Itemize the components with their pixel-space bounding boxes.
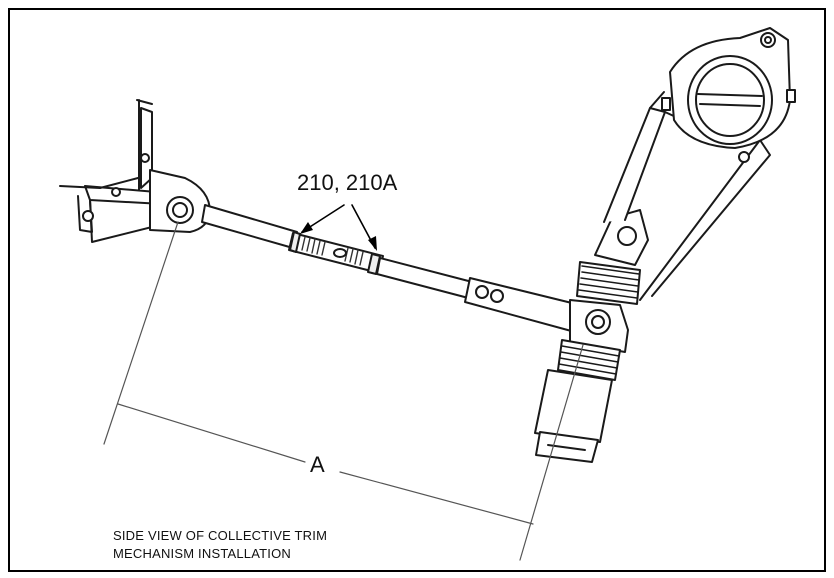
callout-arrowhead-left — [300, 222, 313, 234]
extension-line-left — [103, 221, 179, 445]
callout-arrowhead-right — [368, 236, 377, 251]
caption-line-1: SIDE VIEW OF COLLECTIVE TRIM — [113, 528, 328, 543]
caption-line-2: MECHANISM INSTALLATION — [113, 546, 291, 561]
dimension-label-a: A — [310, 452, 325, 477]
trim-mechanism-drawing — [59, 27, 796, 561]
dimension-lines — [103, 221, 584, 561]
dimension-line-a-right — [339, 471, 534, 525]
figure-caption: SIDE VIEW OF COLLECTIVE TRIM MECHANISM I… — [113, 527, 327, 563]
collective-collar — [661, 27, 796, 149]
right-rod-end — [569, 299, 629, 353]
dimension-line-a-left — [117, 403, 306, 463]
trim-rod — [201, 204, 581, 333]
trim-actuator — [534, 261, 641, 463]
callout-label: 210, 210A — [297, 170, 398, 195]
figure-border — [8, 8, 826, 572]
extension-line-right — [519, 344, 584, 561]
left-rod-end — [149, 169, 211, 233]
